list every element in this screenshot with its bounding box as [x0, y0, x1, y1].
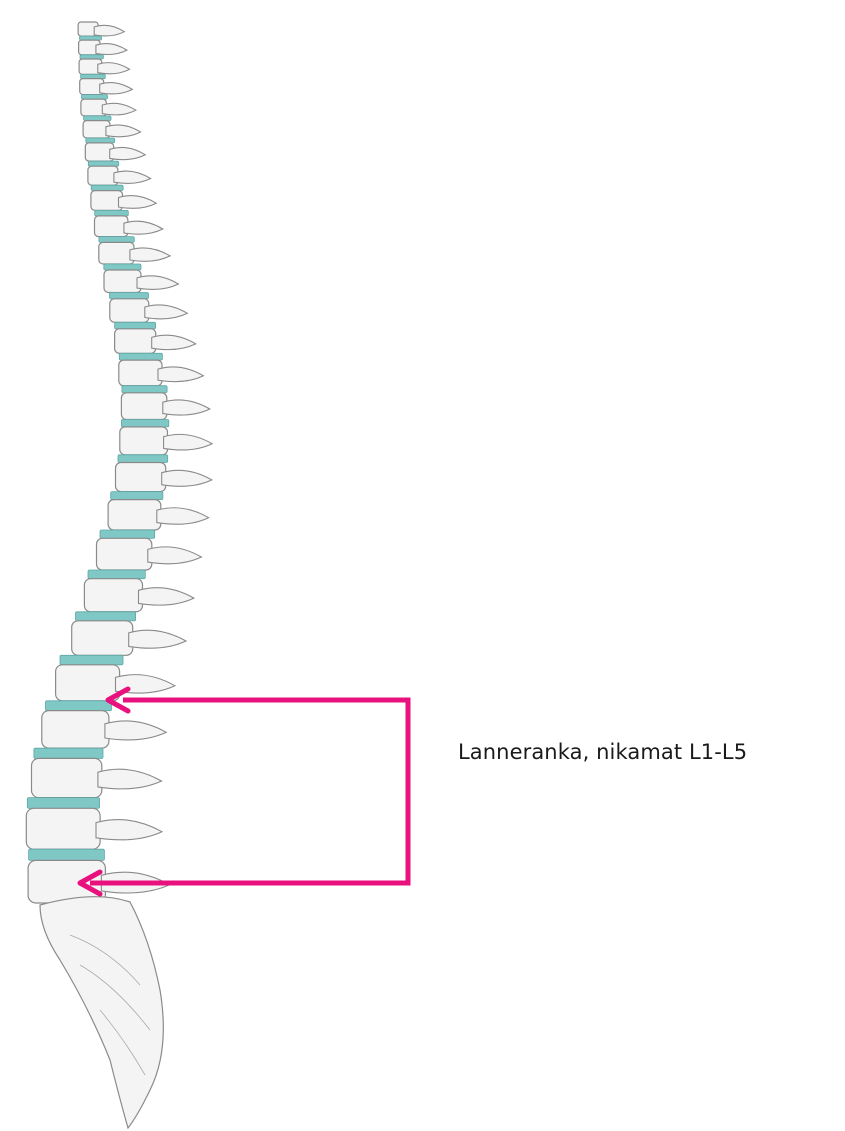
intervertebral-disc: [84, 116, 111, 121]
intervertebral-disc: [100, 530, 155, 538]
vertebra-body: [56, 665, 120, 701]
vertebra-process: [119, 196, 157, 209]
vertebra-body: [72, 621, 133, 656]
intervertebral-disc: [60, 655, 123, 665]
vertebra-process: [139, 588, 194, 605]
vertebra-body: [115, 329, 156, 354]
vertebra-body: [91, 191, 123, 211]
intervertebral-disc: [91, 185, 123, 190]
intervertebral-disc: [88, 570, 145, 579]
vertebra-body: [26, 808, 100, 849]
intervertebral-disc: [80, 55, 103, 59]
intervertebral-disc: [82, 95, 108, 100]
lumbar-bracket: [80, 689, 408, 894]
intervertebral-disc: [76, 612, 136, 621]
vertebra-process: [114, 171, 151, 183]
vertebra-process: [158, 367, 204, 382]
vertebra-body: [95, 216, 128, 237]
vertebra-process: [94, 25, 124, 36]
vertebra-body: [119, 360, 162, 386]
vertebra-body: [110, 299, 149, 323]
vertebra-body: [104, 270, 141, 293]
vertebra-process: [129, 630, 186, 648]
vertebra-body: [116, 463, 166, 492]
vertebra-process: [137, 276, 178, 290]
vertebra-process: [98, 63, 130, 74]
intervertebral-disc: [34, 748, 103, 758]
vertebra-process: [100, 83, 133, 94]
vertebra-body: [32, 758, 102, 797]
intervertebral-disc: [88, 161, 118, 166]
vertebra-body: [99, 242, 134, 264]
intervertebral-disc: [95, 210, 129, 216]
vertebra-process: [110, 147, 146, 159]
vertebra-process: [124, 221, 163, 234]
vertebra-process: [96, 44, 127, 55]
vertebra-body: [121, 393, 166, 420]
vertebra-process: [145, 305, 188, 319]
intervertebral-disc: [115, 322, 156, 329]
vertebra-body: [108, 500, 161, 530]
intervertebral-disc: [46, 701, 112, 711]
vertebra-process: [102, 103, 136, 115]
vertebra-body: [84, 579, 142, 612]
vertebra-body: [97, 538, 152, 570]
vertebra-process: [162, 470, 212, 486]
intervertebral-disc: [86, 138, 115, 143]
vertebra-body: [120, 427, 168, 455]
vertebra-process: [98, 769, 162, 789]
intervertebral-disc: [110, 293, 149, 299]
intervertebral-disc: [119, 353, 162, 360]
vertebra-process: [148, 547, 202, 564]
intervertebral-disc: [27, 798, 99, 809]
vertebra-process: [105, 721, 166, 740]
spine-group: [26, 22, 212, 903]
vertebra-process: [152, 335, 196, 349]
vertebra-body: [42, 711, 109, 749]
intervertebral-disc: [118, 455, 168, 463]
intervertebral-disc: [104, 264, 141, 270]
vertebra-process: [96, 820, 162, 840]
intervertebral-disc: [29, 849, 105, 860]
intervertebral-disc: [122, 386, 167, 393]
intervertebral-disc: [121, 420, 168, 427]
sacrum: [40, 897, 163, 1128]
vertebra-process: [106, 125, 141, 137]
intervertebral-disc: [99, 237, 134, 243]
vertebra-process: [163, 400, 210, 415]
vertebra-process: [164, 434, 213, 450]
vertebra-process: [157, 508, 209, 524]
lumbar-label: Lanneranka, nikamat L1-L5: [458, 740, 747, 764]
intervertebral-disc: [111, 492, 163, 500]
vertebra-process: [130, 248, 170, 261]
